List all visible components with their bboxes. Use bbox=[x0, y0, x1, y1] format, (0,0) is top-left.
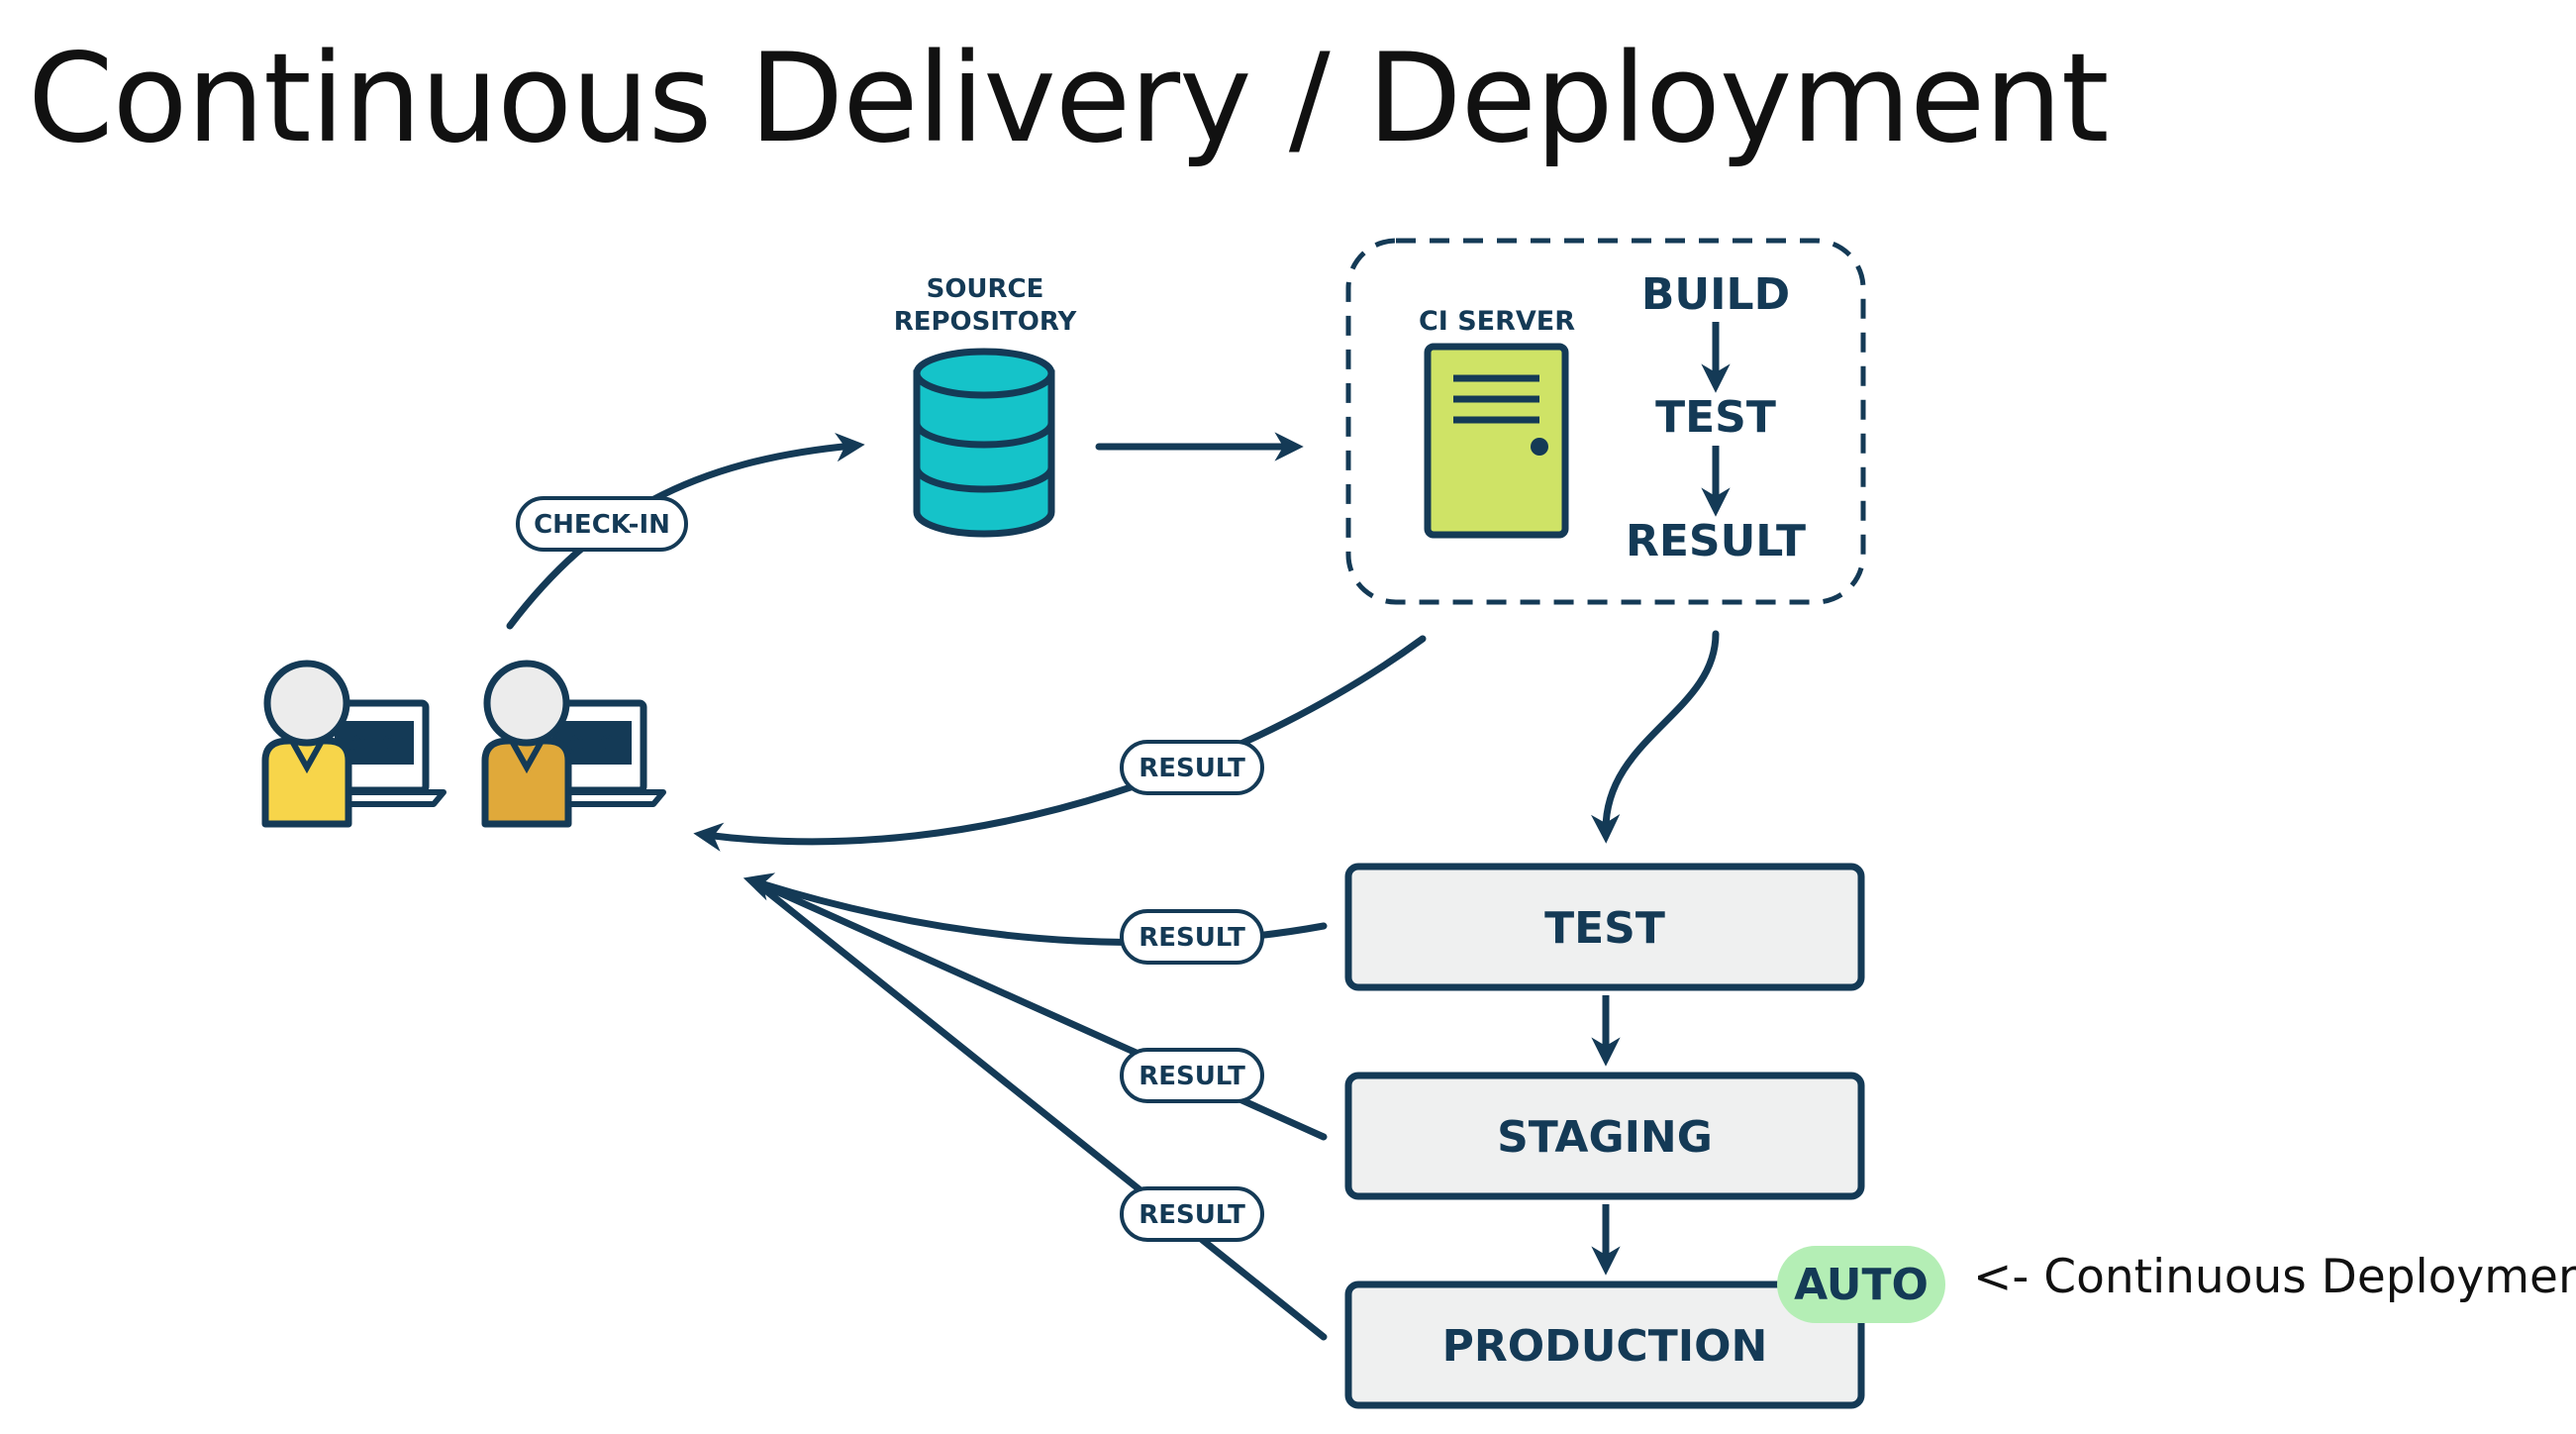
result-pill-label: RESULT bbox=[1139, 1200, 1245, 1230]
stage-production-label: PRODUCTION bbox=[1442, 1321, 1768, 1372]
ci-server-label: CI SERVER bbox=[1419, 306, 1575, 337]
check-in-pill: CHECK-IN bbox=[516, 496, 688, 552]
check-in-label: CHECK-IN bbox=[534, 510, 670, 540]
production-result-line bbox=[750, 877, 1328, 1341]
continuous-deployment-annotation: <- Continuous Deployment bbox=[1973, 1250, 2576, 1304]
stage-test: TEST bbox=[1344, 863, 1865, 991]
ci-step-build: BUILD bbox=[1641, 269, 1790, 320]
auto-badge: AUTO bbox=[1777, 1246, 1945, 1323]
ci-result-arrow bbox=[693, 635, 1427, 852]
result-pill: RESULT bbox=[1120, 909, 1264, 965]
result-pill: RESULT bbox=[1120, 1048, 1264, 1103]
source-repository-label-line1: SOURCE bbox=[927, 274, 1044, 304]
developer-icon: 10101 bbox=[261, 660, 446, 828]
result-pill-label: RESULT bbox=[1139, 923, 1245, 953]
result-pill: RESULT bbox=[1120, 740, 1264, 795]
ci-server-boundary bbox=[1345, 238, 1866, 605]
source-repository-label-line2: REPOSITORY bbox=[894, 307, 1078, 337]
developer-icon: 10101 bbox=[481, 660, 666, 828]
stage-staging-label: STAGING bbox=[1497, 1112, 1713, 1163]
result-pill: RESULT bbox=[1120, 1186, 1264, 1242]
result-pill-label: RESULT bbox=[1139, 754, 1245, 783]
server-icon bbox=[1424, 343, 1569, 539]
ci-step-result: RESULT bbox=[1626, 516, 1806, 566]
ci-to-test-arrow bbox=[1590, 630, 1720, 844]
page-title: Continuous Delivery / Deployment bbox=[28, 28, 2110, 170]
stage-production: PRODUCTION bbox=[1344, 1280, 1865, 1409]
stage-staging: STAGING bbox=[1344, 1072, 1865, 1200]
auto-badge-label: AUTO bbox=[1794, 1260, 1929, 1310]
stage-test-label: TEST bbox=[1544, 903, 1665, 954]
result-pill-label: RESULT bbox=[1139, 1062, 1245, 1091]
database-icon bbox=[913, 348, 1055, 538]
ci-step-test: TEST bbox=[1655, 392, 1776, 443]
